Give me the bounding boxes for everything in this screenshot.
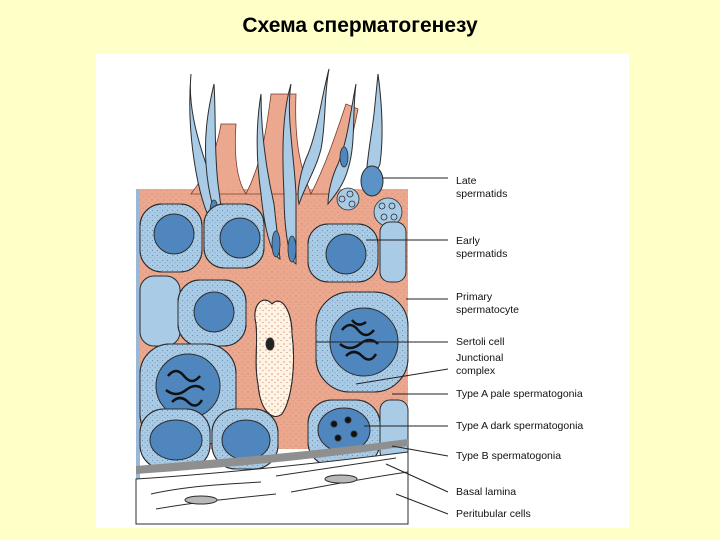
leader-lines: [316, 177, 449, 515]
residual-bodies: [336, 187, 403, 227]
slide-title: Схема сперматогенезу: [242, 14, 478, 37]
label-type-a-pale: Type A pale spermatogonia: [456, 388, 583, 400]
label-early-spermatids-2: spermatids: [456, 248, 507, 260]
label-early-spermatids-1: Early: [456, 235, 481, 247]
peritubular-cells: [135, 451, 409, 525]
label-junctional-complex-2: complex: [456, 365, 496, 377]
spermatogenesis-diagram: Late spermatids Early spermatids Primary…: [96, 54, 629, 528]
label-basal-lamina: Basal lamina: [456, 486, 516, 498]
label-type-b: Type B spermatogonia: [456, 450, 561, 462]
label-primary-spermatocyte-2: spermatocyte: [456, 304, 519, 316]
diagram-labels: Late spermatids Early spermatids Primary…: [456, 175, 583, 520]
sertoli-nucleus: [254, 299, 294, 417]
label-late-spermatids-2: spermatids: [456, 188, 507, 200]
label-peritubular-cells: Peritubular cells: [456, 508, 531, 520]
basal-lamina: [136, 439, 408, 474]
label-junctional-complex-1: Junctional: [456, 352, 503, 364]
label-late-spermatids-1: Late: [456, 175, 477, 187]
label-sertoli-cell: Sertoli cell: [456, 336, 504, 348]
label-primary-spermatocyte-1: Primary: [456, 291, 493, 303]
early-spermatids: [139, 203, 407, 283]
label-type-a-dark: Type A dark spermatogonia: [456, 420, 583, 432]
